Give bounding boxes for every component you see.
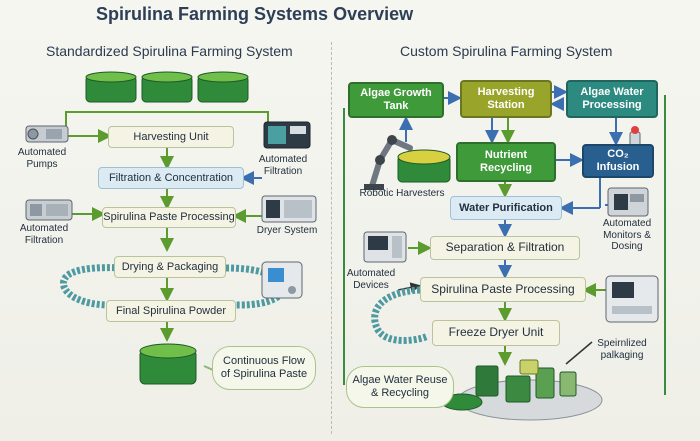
- dryer-machine: [261, 195, 317, 223]
- left-heading: Standardized Spirulina Farming System: [46, 43, 293, 59]
- dryer-system-label: Dryer System: [256, 225, 318, 236]
- tank-3: [197, 71, 249, 103]
- auto-filtration-right-label: Automated Filtration: [258, 154, 308, 177]
- continuous-flow-callout: Continuous Flow of Spirulina Paste: [212, 346, 316, 390]
- separation-filtration-box: Separation & Filtration: [430, 236, 580, 260]
- nutrient-recycling-box: Nutrient Recycling: [456, 142, 556, 182]
- right-heading: Custom Spirulina Farming System: [400, 43, 613, 59]
- pumps-label: Automated Pumps: [17, 147, 67, 170]
- devices-machine: [363, 231, 407, 263]
- monitor-machine: [607, 187, 649, 217]
- harvesting-station-box: Harvesting Station: [460, 80, 552, 118]
- filtration-box: Filtration & Concentration: [98, 167, 244, 189]
- harvesting-unit-box: Harvesting Unit: [108, 126, 234, 148]
- paste-processing-right-box: Spirulina Paste Processing: [420, 277, 586, 302]
- packaging-pointer: [565, 341, 593, 365]
- column-divider: [331, 42, 332, 434]
- product-platter: [441, 359, 603, 421]
- filtration-machine-left: [25, 199, 73, 221]
- tank-2: [141, 71, 193, 103]
- final-powder-box: Final Spirulina Powder: [106, 300, 236, 322]
- packaging-label: Speirnlized palkaging: [597, 338, 647, 361]
- page-title: Spirulina Farming Systems Overview: [96, 4, 414, 24]
- water-purification-box: Water Purification: [450, 196, 562, 220]
- auto-filtration-left-label: Automated Filtration: [19, 223, 69, 246]
- pump-machine: [25, 125, 69, 143]
- lab-machine: [605, 275, 659, 323]
- paste-processing-box: Spirulina Paste Processing: [102, 207, 236, 228]
- co2-infusion-box: CO₂ Infusion: [582, 144, 654, 178]
- robotic-harvesters-label: Robotic Harvesters: [359, 188, 445, 199]
- water-reuse-callout: Algae Water Reuse & Recycling: [346, 366, 454, 408]
- packaging-machine: [261, 261, 303, 299]
- robot-arm: [364, 135, 413, 190]
- co2-cylinder: [629, 126, 641, 147]
- left-tank-group: [85, 71, 249, 103]
- algae-water-processing-box: Algae Water Processing: [566, 80, 658, 118]
- powder-bowl: [139, 343, 197, 385]
- callout-pointer: [203, 365, 214, 371]
- hose-right: [371, 286, 430, 344]
- algae-growth-tank-box: Algae Growth Tank: [348, 82, 444, 118]
- freeze-dryer-box: Freeze Dryer Unit: [432, 320, 560, 346]
- filtration-machine-right: [263, 121, 311, 149]
- drying-packaging-box: Drying & Packaging: [114, 256, 226, 278]
- automated-devices-label: Automated Devices: [346, 268, 396, 291]
- monitors-dosing-label: Automated Monitors & Dosing: [602, 218, 652, 252]
- tank-1: [85, 71, 137, 103]
- harvest-vat: [397, 149, 451, 183]
